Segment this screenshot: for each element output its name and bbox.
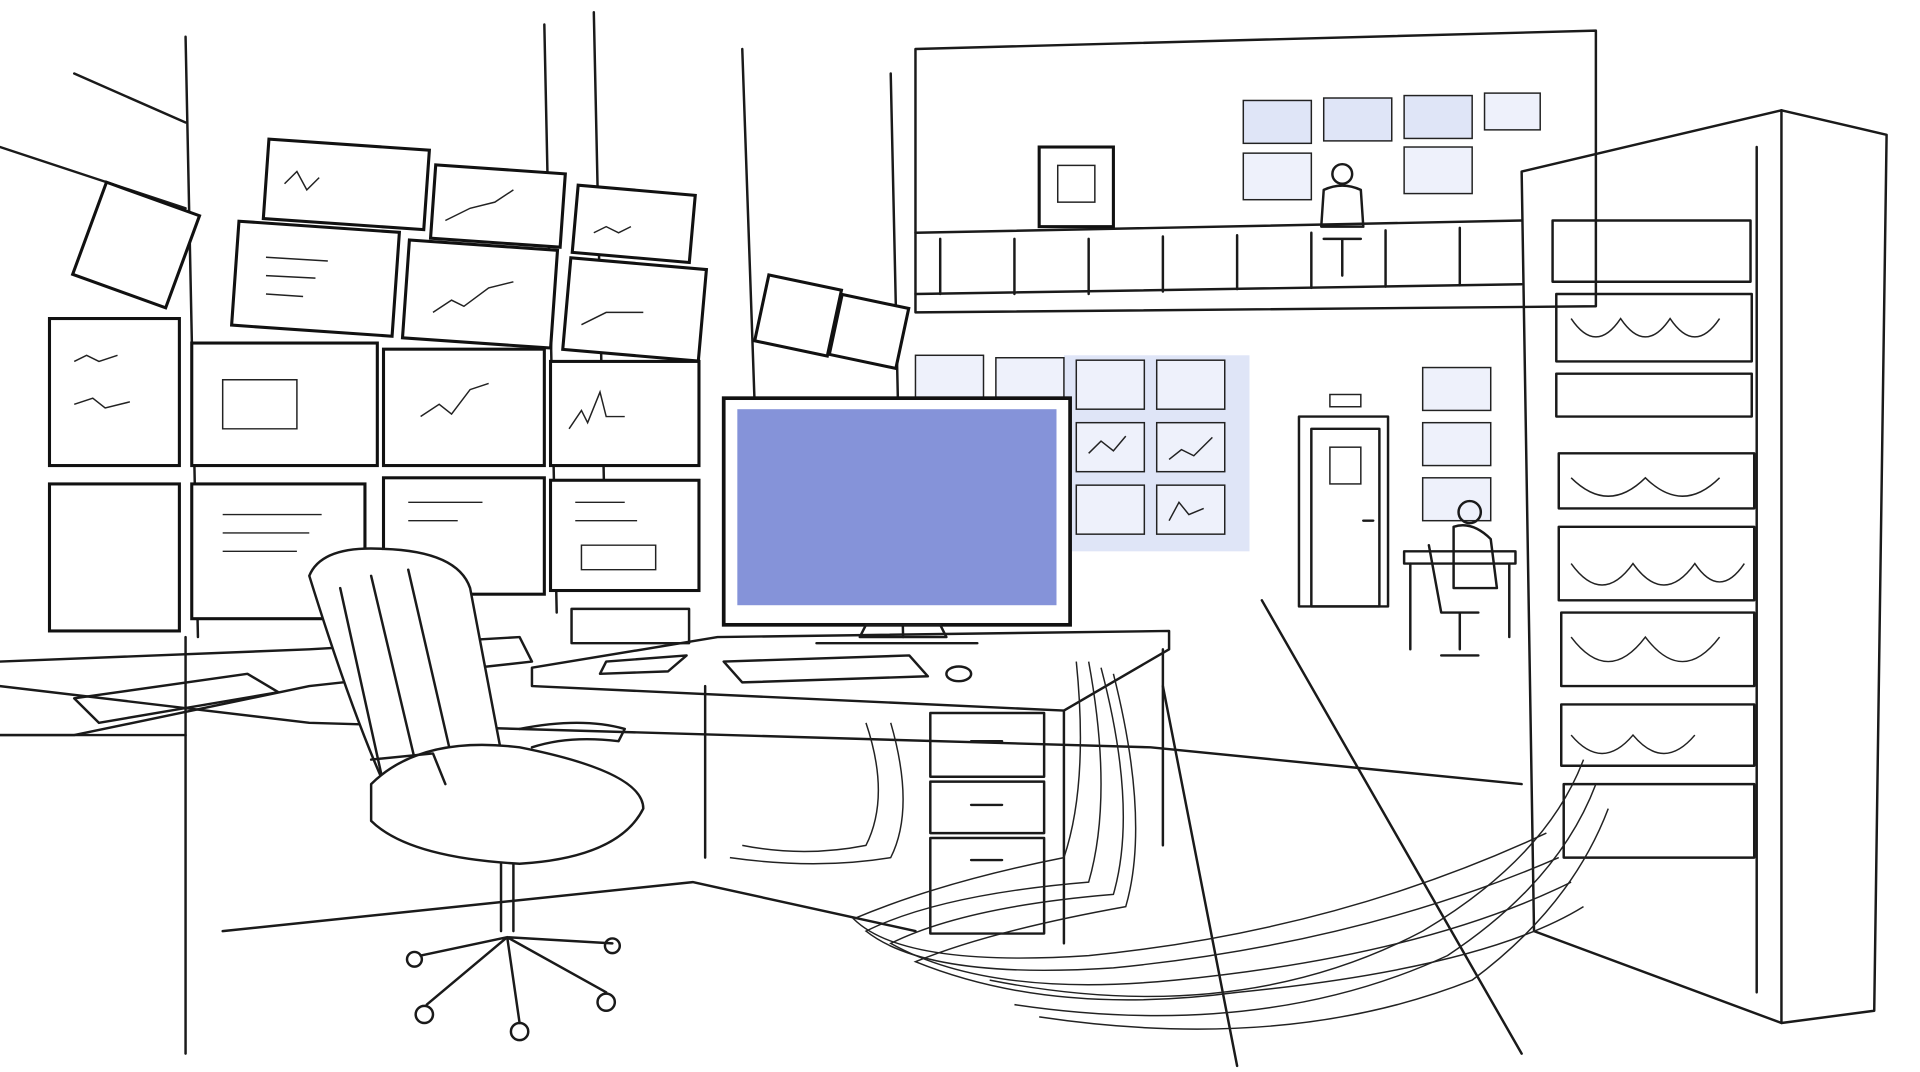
monitor-row-4 — [47, 476, 701, 633]
monitor-row-3 — [47, 317, 701, 468]
main-monitor-screen — [734, 406, 1059, 608]
monitor-row-2 — [229, 219, 911, 371]
main-desk — [530, 629, 1171, 945]
desk-drawers — [929, 711, 1046, 935]
mezzanine-monitors — [1242, 92, 1541, 201]
left-monitor-wall — [47, 137, 911, 633]
monitor-row-1 — [70, 137, 697, 310]
server-rack — [1520, 109, 1888, 1025]
mouse — [945, 665, 973, 683]
far-operator — [1402, 499, 1517, 657]
office-chair — [308, 547, 645, 1042]
floor-cables — [729, 661, 1609, 1030]
main-monitor — [721, 396, 1072, 645]
keyboard — [722, 654, 930, 684]
mezzanine — [914, 29, 1598, 314]
mezzanine-operator — [1320, 162, 1365, 277]
left-console-desk — [0, 607, 691, 737]
back-door — [1297, 393, 1390, 608]
phone — [598, 654, 688, 676]
